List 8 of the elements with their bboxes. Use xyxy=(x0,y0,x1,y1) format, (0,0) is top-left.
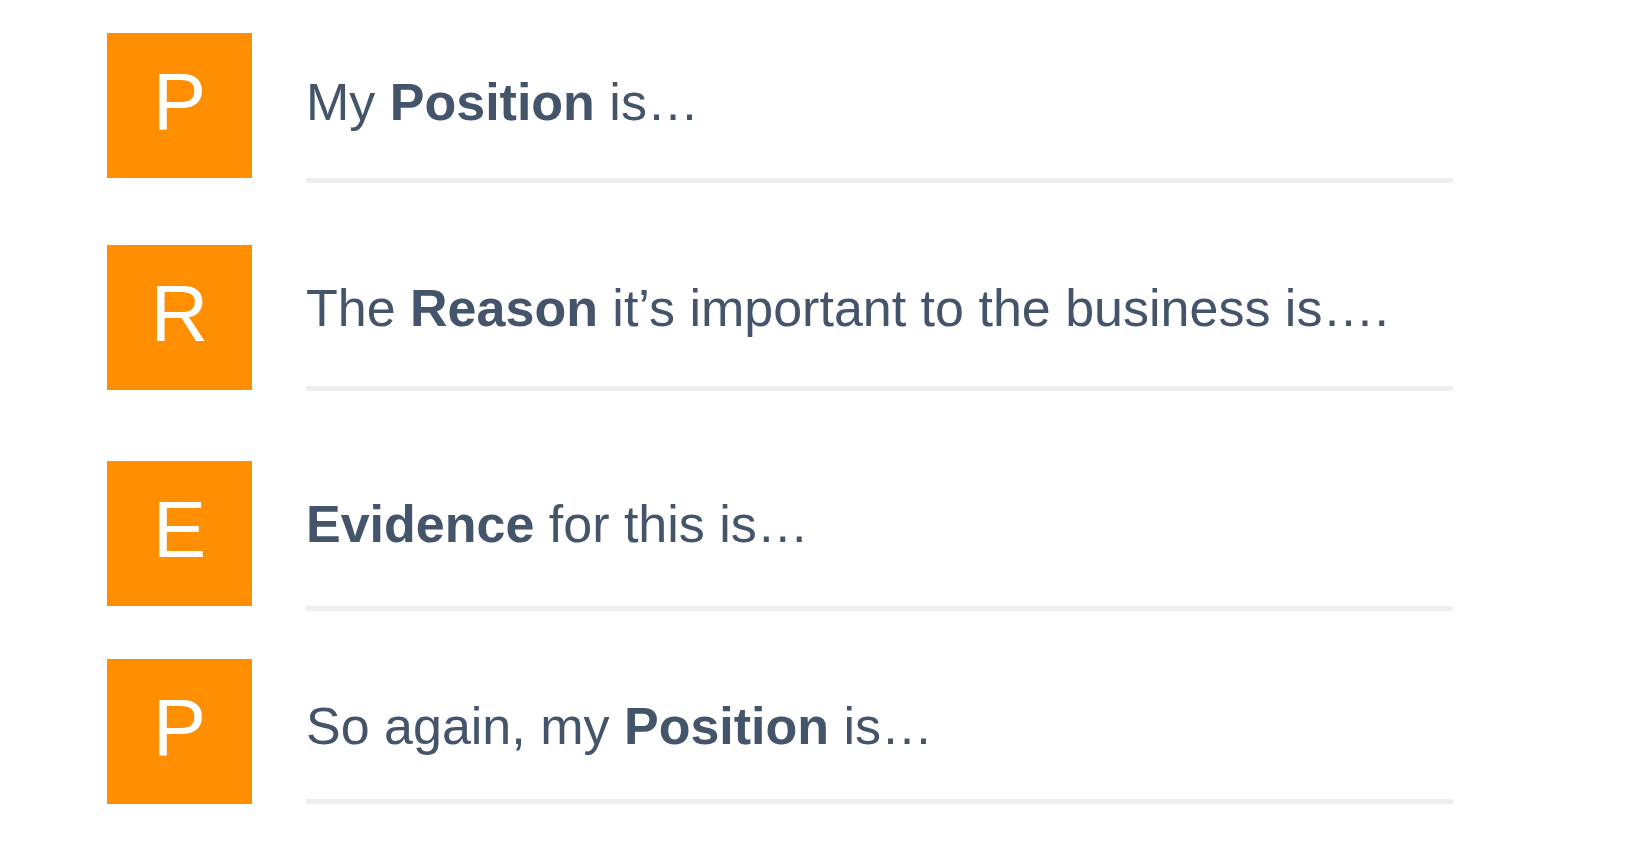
prompt-text: Evidence for this is… xyxy=(306,494,809,555)
letter-tile: R xyxy=(107,245,252,390)
prompt-text: So again, my Position is… xyxy=(306,696,934,757)
letter-tile: E xyxy=(107,461,252,606)
letter-tile: P xyxy=(107,33,252,178)
prompt-text: The Reason it’s important to the business is…. xyxy=(306,278,1389,339)
letter-tile: P xyxy=(107,659,252,804)
prompt-text: My Position is… xyxy=(306,72,699,133)
